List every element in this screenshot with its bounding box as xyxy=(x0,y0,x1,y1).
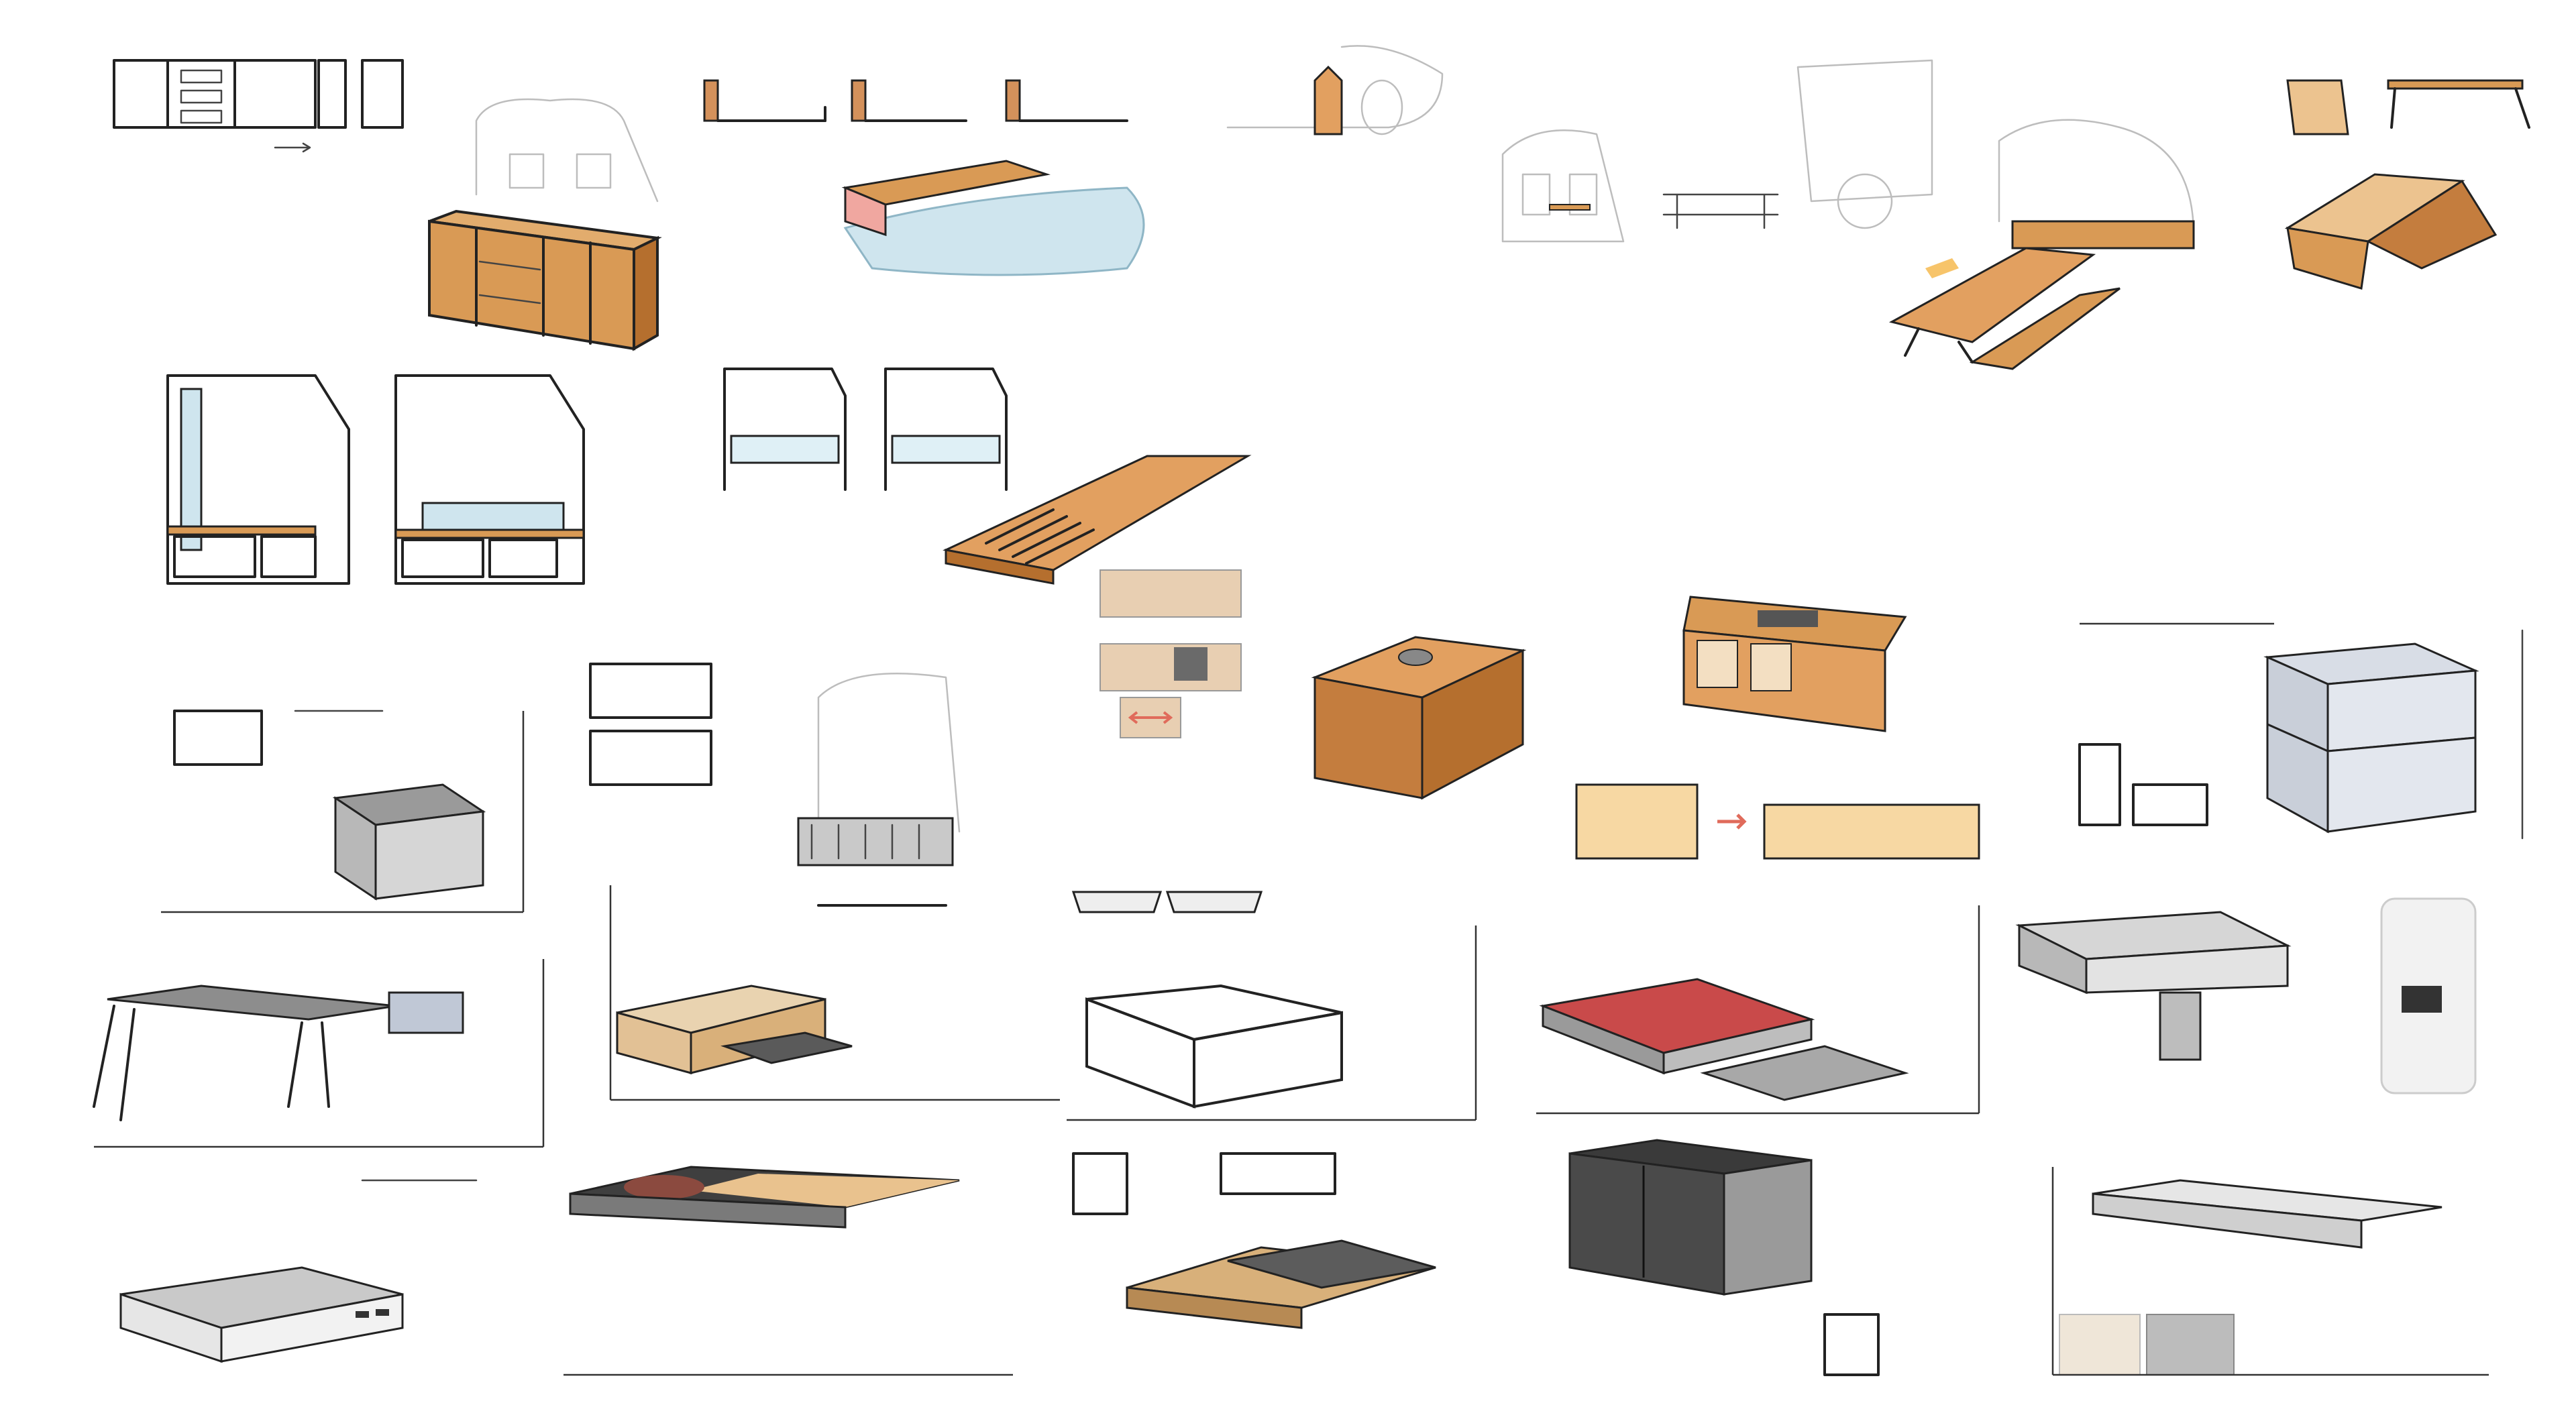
tray-drawer-sketch xyxy=(87,946,557,1167)
red-cooktop-drawer-sketch xyxy=(1529,885,1986,1140)
van-rear-table-sketch xyxy=(1221,34,1959,255)
tray-drawer-2-sketch xyxy=(604,879,1073,1120)
material-swatches-sketch xyxy=(2046,1133,2516,1395)
slide-out-kitchen-sketch xyxy=(584,657,1053,939)
sink-cooktop-sketch xyxy=(1093,563,1254,744)
wood-cooktop-drawer-sketch xyxy=(1060,1140,1516,1382)
bed-board-sketch xyxy=(698,67,1154,288)
grey-console-sketch xyxy=(2006,885,2489,1140)
folding-table-sketch xyxy=(2274,67,2542,290)
white-box-sketch xyxy=(101,1160,517,1382)
storage-box-sketch xyxy=(161,697,537,925)
van-sideboard-sketch xyxy=(416,94,698,351)
drawer-module-sketch xyxy=(2066,610,2542,852)
induction-board-sketch xyxy=(557,1133,1026,1388)
open-tray-sketch xyxy=(1060,885,1489,1133)
picnic-table-sketch xyxy=(1878,101,2254,370)
van-cross-section-sketch xyxy=(154,362,585,604)
cabinet-elevation-sketch xyxy=(107,54,456,168)
slatted-board-sketch xyxy=(718,329,1268,597)
dark-cabinet-sketch xyxy=(1556,1133,1972,1388)
kitchen-island-sketch xyxy=(1308,577,2019,872)
